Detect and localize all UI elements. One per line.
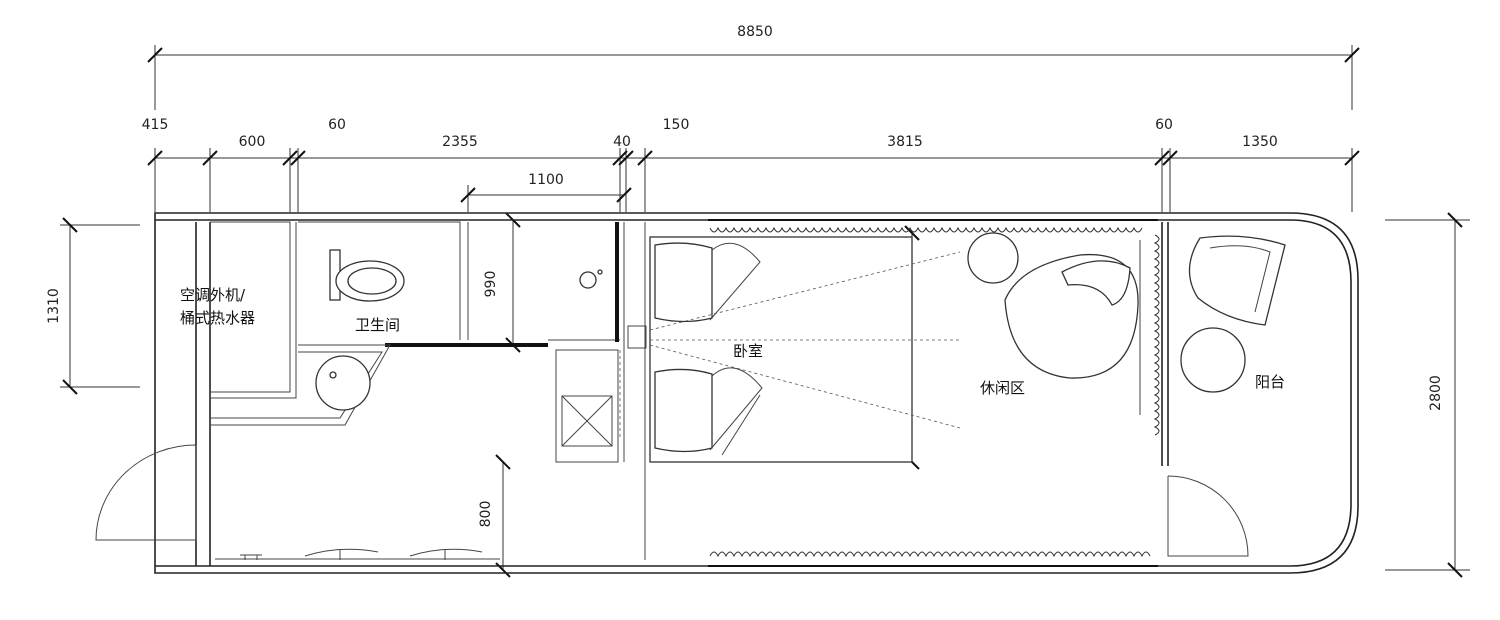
- label-ac-line1: 空调外机/: [180, 286, 246, 304]
- label-bathroom: 卫生间: [355, 316, 400, 334]
- room-labels: 空调外机/ 桶式热水器 卫生间 卧室 休闲区 阳台: [180, 286, 1285, 397]
- balcony-chair: [1180, 235, 1286, 393]
- shower-tray: [561, 350, 621, 447]
- dim-1310: 1310: [46, 288, 62, 324]
- dimension-labels: 8850 415 60 40 150 60 600 2355 3815 1350…: [46, 24, 1444, 527]
- label-lounge: 休闲区: [980, 379, 1025, 397]
- dim-60-left: 60: [328, 117, 346, 133]
- lounge-chair: [967, 232, 1139, 379]
- dim-40: 40: [613, 134, 631, 150]
- dim-800: 800: [478, 501, 494, 528]
- toilet: [329, 249, 405, 302]
- dim-total-width: 8850: [737, 24, 773, 40]
- dim-415: 415: [142, 117, 169, 133]
- curtains: [708, 219, 1160, 567]
- doors: [95, 444, 1249, 557]
- sight-lines: [627, 251, 961, 429]
- dim-2800: 2800: [1428, 375, 1444, 411]
- dim-60-right: 60: [1155, 117, 1173, 133]
- dim-2355: 2355: [442, 134, 478, 150]
- dim-150: 150: [663, 117, 690, 133]
- bed: [649, 236, 913, 463]
- faucets-bottom: [240, 548, 483, 560]
- dim-600: 600: [239, 134, 266, 150]
- washbasin: [315, 355, 371, 411]
- shower-head: [579, 269, 603, 289]
- label-bedroom: 卧室: [733, 342, 763, 360]
- walls: [154, 212, 1359, 574]
- dim-990: 990: [483, 271, 499, 298]
- label-ac-line2: 桶式热水器: [180, 309, 255, 327]
- dim-1350: 1350: [1242, 134, 1278, 150]
- dim-1100: 1100: [528, 172, 564, 188]
- dim-3815: 3815: [887, 134, 923, 150]
- label-balcony: 阳台: [1255, 373, 1285, 391]
